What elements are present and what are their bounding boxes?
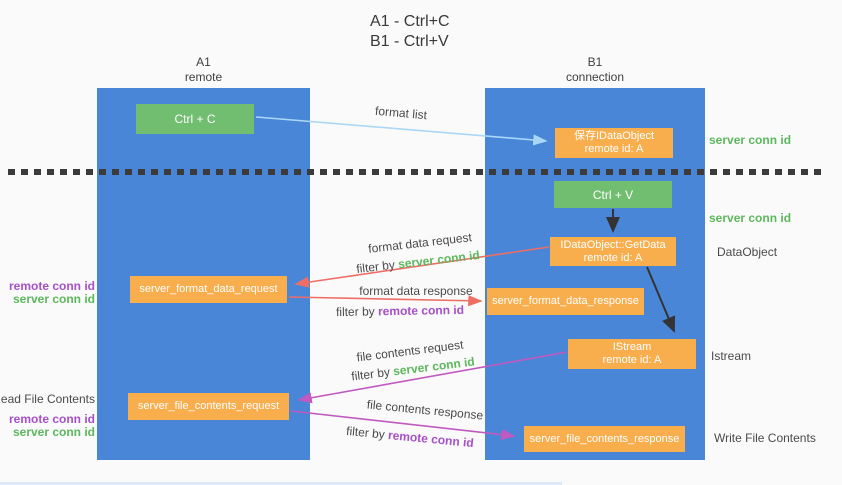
- flow-filter-file-contents-response: filter by remote conn id: [346, 424, 475, 450]
- bottom-window-edge: [0, 482, 562, 485]
- filter-prefix: filter by: [355, 257, 399, 276]
- left-label-read-file-contents: Read File Contents: [0, 392, 95, 406]
- node-server-format-data-request: server_format_data_request: [130, 276, 287, 303]
- node-idataobject-getdata: IDataObject::GetData remote id: A: [550, 237, 676, 266]
- lane-header-b1: B1 connection: [485, 55, 705, 85]
- dotted-divider: [8, 169, 824, 175]
- filter-prefix: filter by: [335, 304, 379, 320]
- node-getdata-line1: IDataObject::GetData: [560, 238, 666, 251]
- node-getdata-line2: remote id: A: [583, 251, 643, 264]
- node-ctrl-v-label: Ctrl + V: [592, 187, 634, 202]
- node-server-file-contents-response: server_file_contents_response: [524, 426, 685, 452]
- right-label-write-file-contents: Write File Contents: [714, 431, 816, 445]
- diagram-title: A1 - Ctrl+C B1 - Ctrl+V: [370, 12, 450, 52]
- node-istream-line2: remote id: A: [602, 354, 662, 366]
- lane-a1-id: A1: [196, 55, 211, 69]
- filter-key-remote-conn-id: remote conn id: [387, 427, 475, 451]
- node-ctrl-c: Ctrl + C: [136, 104, 254, 134]
- right-label-server-conn-id-2: server conn id: [709, 211, 792, 225]
- node-server-file-contents-request: server_file_contents_request: [128, 393, 289, 420]
- right-label-server-conn-id-1: server conn id: [709, 133, 792, 147]
- flow-filter-format-data-response: filter by remote conn id: [336, 303, 464, 319]
- right-label-dataobject: DataObject: [717, 245, 778, 259]
- flow-label-format-data-response: format data response: [359, 284, 473, 298]
- node-istream-line1: IStream: [612, 341, 652, 353]
- lane-b1-id: B1: [587, 55, 603, 69]
- title-line-2: B1 - Ctrl+V: [370, 33, 449, 50]
- lane-b1-subtitle: connection: [565, 70, 625, 84]
- left-label-server-conn-id-2: server conn id: [12, 425, 95, 439]
- right-label-istream: Istream: [711, 349, 752, 363]
- filter-key-remote-conn-id: remote conn id: [377, 302, 465, 319]
- node-server-format-data-response: server_format_data_response: [487, 288, 644, 315]
- left-label-remote-conn-id-2: remote conn id: [8, 412, 95, 426]
- node-server-format-data-response-label: server_format_data_response: [492, 295, 639, 307]
- lane-a1-subtitle: remote: [184, 70, 223, 84]
- node-ctrl-v: Ctrl + V: [554, 181, 672, 208]
- node-save-idataobject-line2: remote id: A: [584, 143, 644, 155]
- flow-label-file-contents-response: file contents response: [366, 397, 484, 423]
- filter-key-server-conn-id: server conn id: [397, 248, 481, 272]
- filter-prefix: filter by: [345, 423, 389, 442]
- node-server-file-contents-response-label: server_file_contents_response: [529, 432, 680, 445]
- node-istream: IStream remote id: A: [568, 339, 696, 369]
- lane-header-a1: A1 remote: [97, 55, 310, 85]
- node-server-format-data-request-label: server_format_data_request: [139, 283, 278, 295]
- left-label-server-conn-id-1: server conn id: [12, 292, 95, 306]
- node-save-idataobject: 保存IDataObject remote id: A: [555, 128, 673, 158]
- filter-prefix: filter by: [350, 364, 394, 384]
- left-label-remote-conn-id-1: remote conn id: [8, 279, 95, 293]
- title-line-1: A1 - Ctrl+C: [370, 13, 450, 30]
- node-save-idataobject-line1: 保存IDataObject: [573, 130, 655, 142]
- node-server-file-contents-request-label: server_file_contents_request: [137, 400, 280, 412]
- node-ctrl-c-label: Ctrl + C: [174, 112, 216, 126]
- flow-label-format-list: format list: [374, 103, 428, 123]
